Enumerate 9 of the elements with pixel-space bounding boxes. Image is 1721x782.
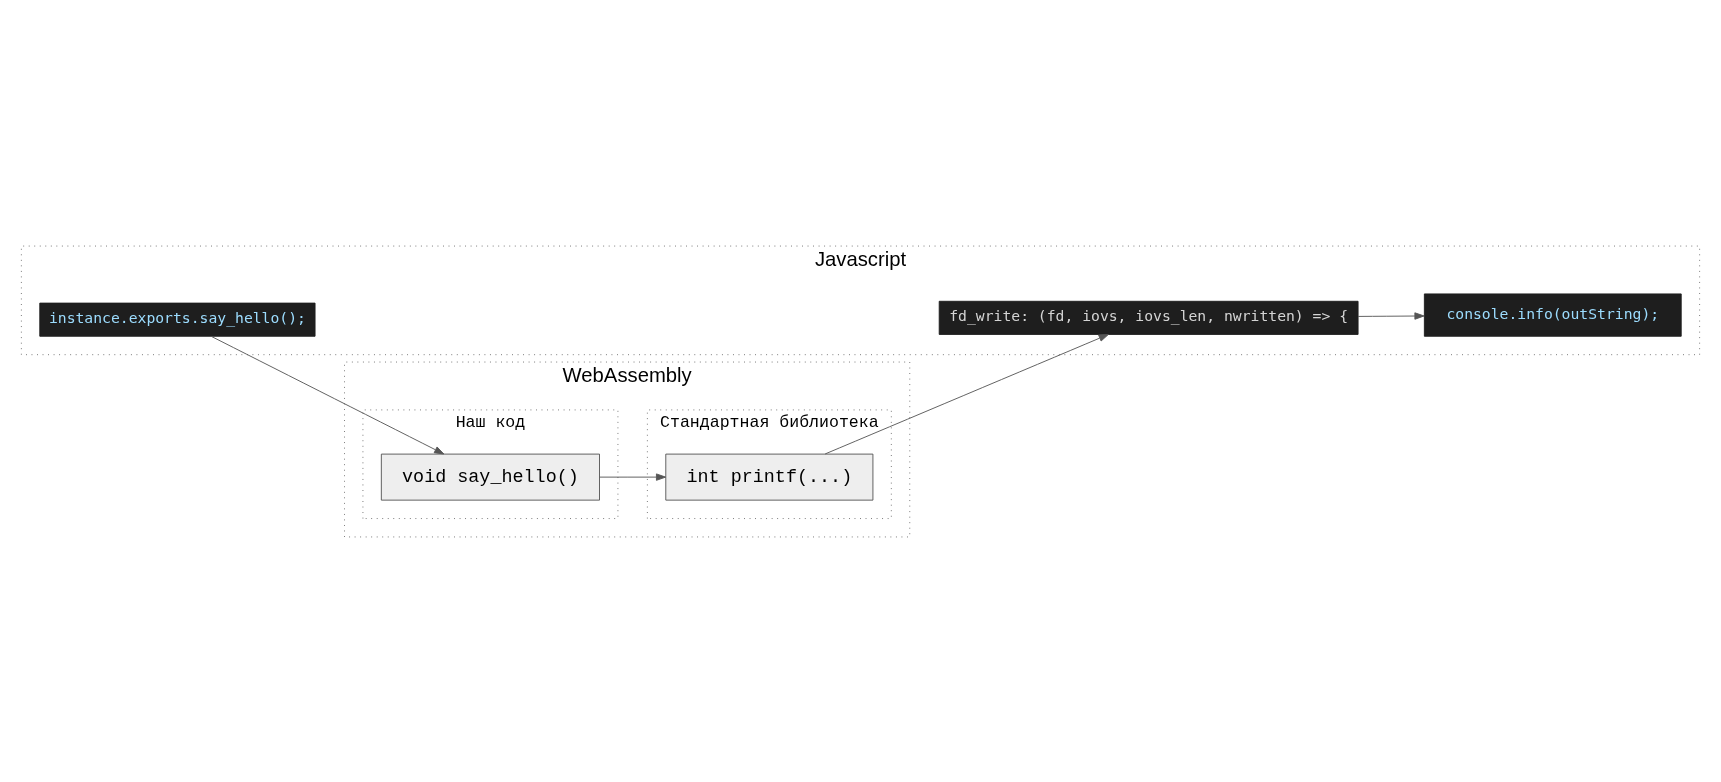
arrow xyxy=(210,335,445,454)
arrow xyxy=(1357,311,1425,320)
arrow xyxy=(824,333,1109,454)
node-box: console.info(outString); xyxy=(1423,292,1682,337)
node-box: void say_hello() xyxy=(380,453,600,501)
node-box: instance.exports.say_hello(); xyxy=(39,302,316,337)
node-box: int printf(...) xyxy=(665,453,874,501)
arrow xyxy=(599,472,667,481)
node-box: fd_write: (fd, iovs, iovs_len, nwritten) => { xyxy=(938,300,1359,335)
